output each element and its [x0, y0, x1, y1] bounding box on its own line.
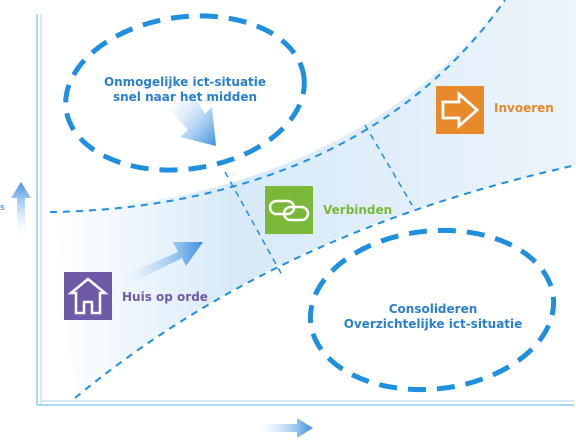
top-left-label-line-2: snel naar het midden: [112, 90, 258, 104]
x-axis-arrow-icon: [257, 418, 313, 438]
bottom-right-label: Consolideren Overzichtelijke ict-situati…: [333, 302, 533, 332]
stage-divider-2: [364, 124, 413, 206]
diagonal-arrow-icon: [168, 92, 216, 146]
y-axis-arrow-icon: [11, 182, 31, 238]
step2-label: Verbinden: [323, 203, 393, 217]
top-left-label: Onmogelijke ict-situatie snel naar het m…: [95, 75, 275, 105]
arrow-outline-icon: [436, 86, 484, 134]
house-icon: [64, 272, 112, 320]
stage-divider-1: [224, 171, 283, 276]
step3-label: Invoeren: [494, 101, 554, 115]
top-left-label-line-1: Onmogelijke ict-situatie: [103, 75, 267, 89]
chain-link-icon: [265, 186, 313, 234]
bottom-right-label-line-1: Consolideren: [388, 302, 478, 316]
growth-arrow-icon: [118, 242, 203, 287]
bottom-right-label-line-2: Overzichtelijke ict-situatie: [343, 317, 523, 331]
y-axis-label-fragment: s: [0, 203, 5, 213]
top-left-ellipse: [63, 13, 307, 173]
step1-label: Huis op orde: [122, 290, 208, 304]
bottom-right-ellipse: [307, 227, 557, 393]
